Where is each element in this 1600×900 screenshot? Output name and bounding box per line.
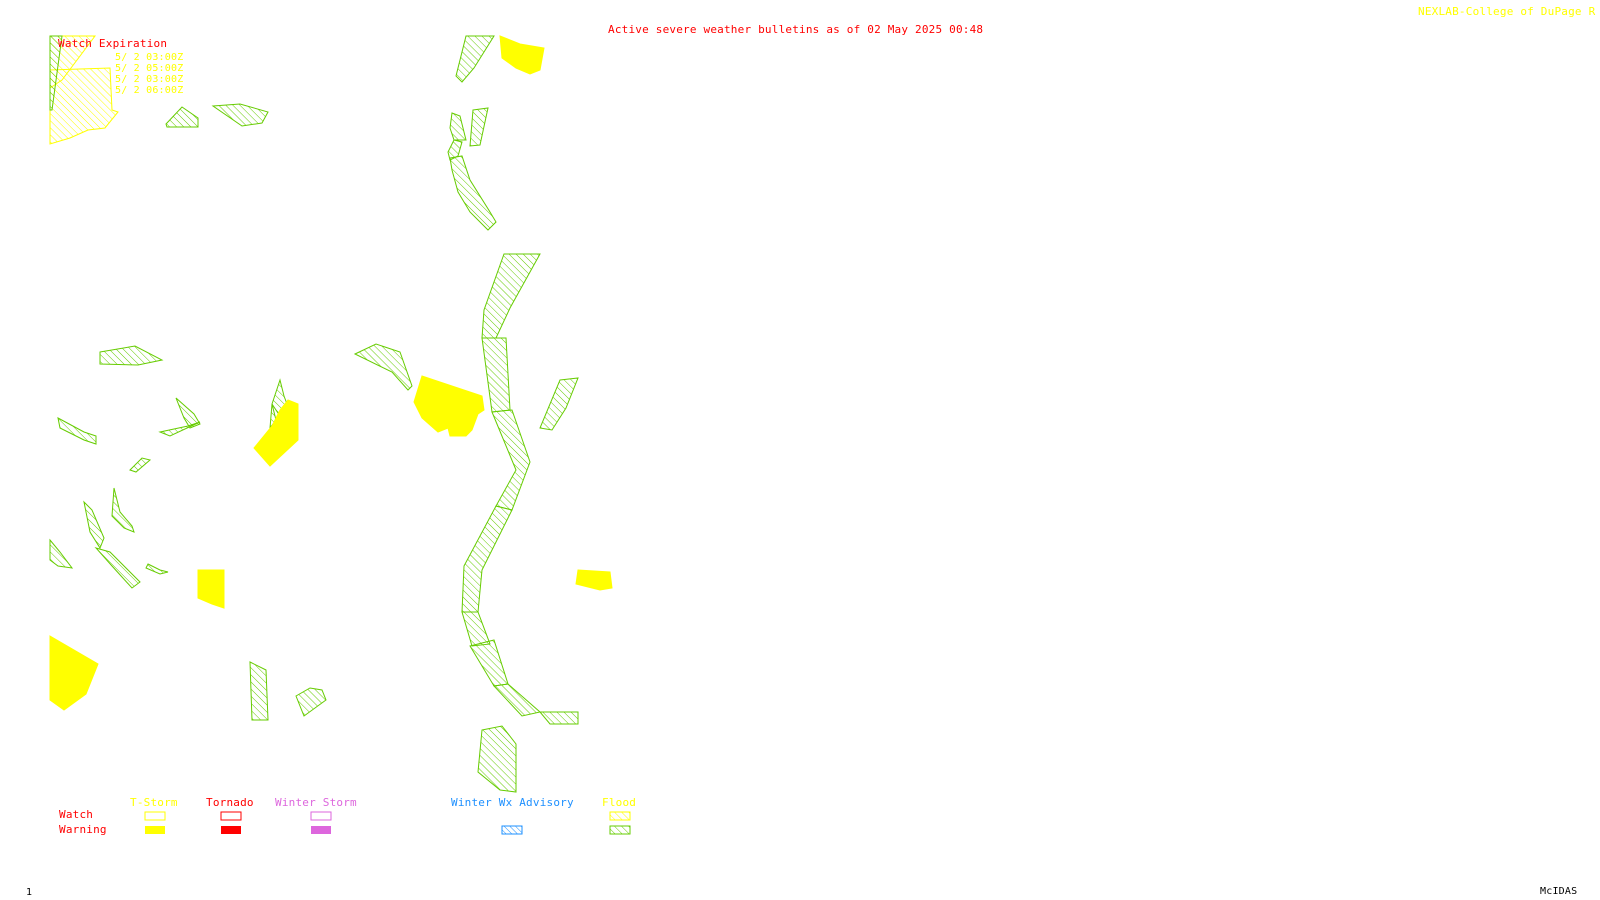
frame-number: 1 xyxy=(26,887,33,898)
watch-expiration-time: 5/ 2 03:00Z xyxy=(115,52,184,63)
flood-watch-area xyxy=(49,35,119,145)
watch-expiration-time: 5/ 2 05:00Z xyxy=(115,63,184,74)
watch-expiration-time: 5/ 2 03:00Z xyxy=(115,74,184,85)
legend-row-warning: Warning xyxy=(59,823,107,836)
legend-flood-warning-swatch xyxy=(609,825,631,835)
legend-tstorm-watch-swatch xyxy=(144,811,166,821)
watch-expiration-heading: Watch Expiration xyxy=(58,37,168,50)
legend-column-flood: Flood xyxy=(602,796,637,809)
legend-winter-wx-advisory-swatch xyxy=(501,825,523,835)
legend-winter-storm-watch-swatch xyxy=(310,811,332,821)
page-title: Active severe weather bulletins as of 02… xyxy=(608,23,984,36)
tstorm-warning-polygons xyxy=(49,35,613,711)
legend-tornado-watch-swatch xyxy=(220,811,242,821)
software-label: McIDAS xyxy=(1540,886,1578,897)
legend-row-watch: Watch xyxy=(59,808,94,821)
legend-column-winter-wx-advisory: Winter Wx Advisory xyxy=(451,796,574,809)
legend-tornado-warning-swatch xyxy=(221,826,241,834)
legend-flood-watch-swatch xyxy=(609,811,631,821)
legend-column-tstorm: T-Storm xyxy=(130,796,178,809)
credit-text: NEXLAB-College of DuPage R xyxy=(1418,5,1596,18)
legend-swatches xyxy=(144,811,631,835)
legend-column-tornado: Tornado xyxy=(206,796,254,809)
flood-warning-polygons xyxy=(49,35,579,793)
legend-winter-storm-warning-swatch xyxy=(311,826,331,834)
legend-tstorm-warning-swatch xyxy=(145,826,165,834)
legend-column-winter-storm: Winter Storm xyxy=(275,796,357,809)
watch-expiration-time: 5/ 2 06:00Z xyxy=(115,85,184,96)
